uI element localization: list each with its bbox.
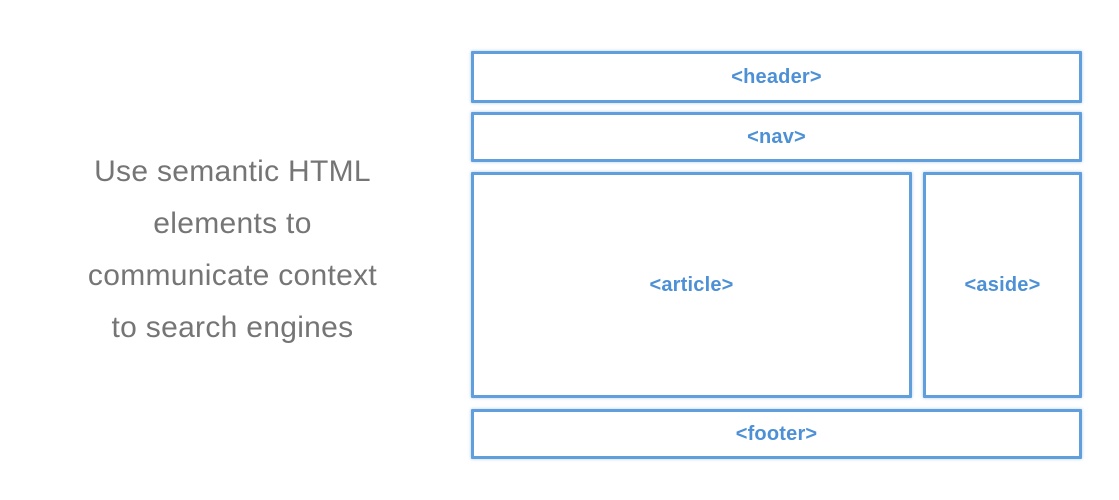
caption-line-2: elements to [153, 207, 312, 240]
article-box: <article> [471, 172, 912, 398]
caption-line-3: communicate context [87, 259, 378, 292]
article-tag-label: <article> [649, 273, 734, 296]
aside-box: <aside> [923, 172, 1082, 398]
caption: Use semantic HTML elements to communicat… [25, 146, 440, 354]
caption-line-1: Use semantic HTML [94, 155, 371, 188]
header-tag-label: <header> [731, 65, 822, 88]
caption-line-4: to search engines [111, 311, 354, 344]
aside-tag-label: <aside> [964, 273, 1041, 296]
footer-box: <footer> [471, 409, 1082, 459]
header-box: <header> [471, 51, 1082, 103]
nav-box: <nav> [471, 112, 1082, 162]
nav-tag-label: <nav> [747, 125, 806, 148]
footer-tag-label: <footer> [735, 422, 818, 445]
